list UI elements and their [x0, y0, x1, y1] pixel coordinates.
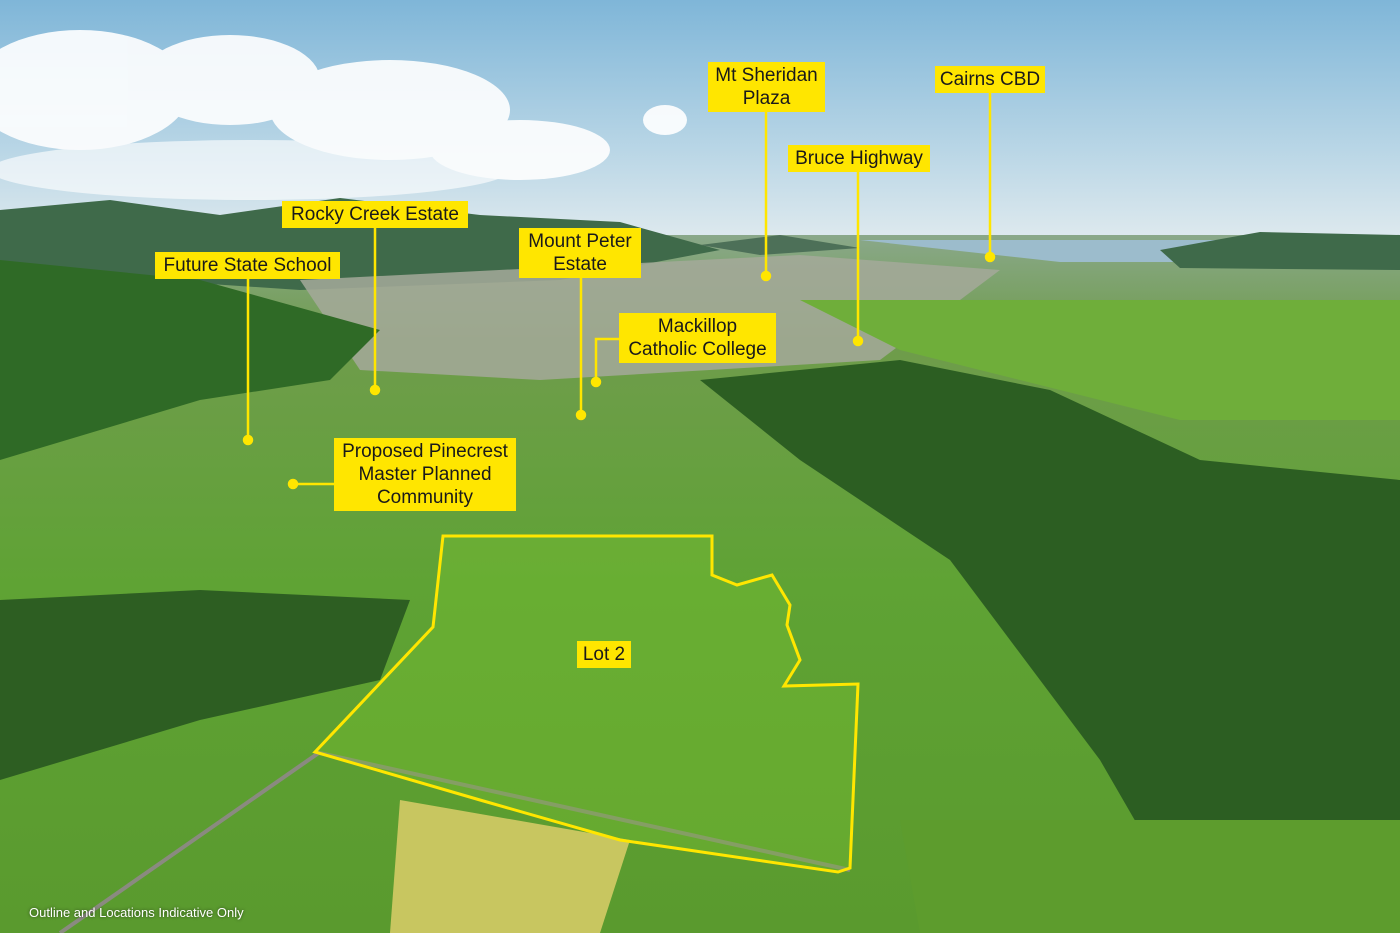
disclaimer-text: Outline and Locations Indicative Only [29, 905, 244, 920]
leader-lines [242, 93, 996, 490]
label-lot-2: Lot 2 [577, 641, 631, 668]
label-mt-sheridan-plaza: Mt Sheridan Plaza [708, 62, 825, 112]
label-mount-peter-estate: Mount Peter Estate [519, 228, 641, 278]
label-proposed-pinecrest: Proposed Pinecrest Master Planned Commun… [334, 438, 516, 511]
clouds [0, 30, 687, 200]
label-mackillop-catholic-college: Mackillop Catholic College [619, 313, 776, 363]
label-future-state-school: Future State School [155, 252, 340, 279]
lot-2-boundary [312, 534, 860, 874]
label-rocky-creek-estate: Rocky Creek Estate [282, 201, 468, 228]
label-cairns-cbd: Cairns CBD [935, 66, 1045, 93]
label-bruce-highway: Bruce Highway [788, 145, 930, 172]
